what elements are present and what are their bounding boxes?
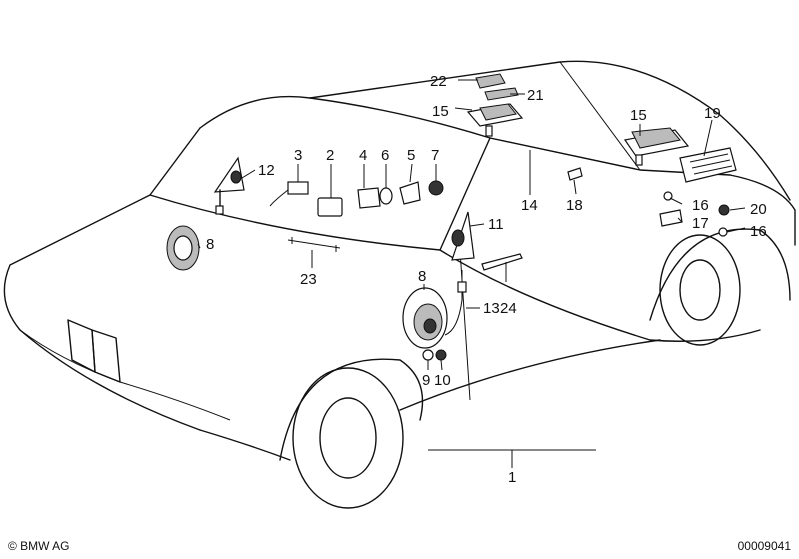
label-12: 12 xyxy=(258,162,275,179)
label-6: 6 xyxy=(381,147,389,164)
part-5 xyxy=(399,181,421,205)
part-16b xyxy=(718,227,728,237)
label-18: 18 xyxy=(566,197,583,214)
part-18 xyxy=(567,167,583,181)
label-7: 7 xyxy=(431,147,439,164)
label-11: 11 xyxy=(488,216,504,233)
part-22 xyxy=(475,73,506,89)
label-2: 2 xyxy=(326,147,334,164)
label-8b: 8 xyxy=(418,268,426,285)
label-10: 10 xyxy=(434,372,451,389)
document-number: 00009041 xyxy=(737,539,791,553)
part-10 xyxy=(435,349,447,361)
label-20: 20 xyxy=(750,201,767,218)
label-1: 1 xyxy=(508,469,516,486)
label-16b: 16 xyxy=(750,223,767,240)
car-outline xyxy=(3,60,796,509)
label-13: 13 xyxy=(483,300,500,317)
label-9: 9 xyxy=(422,372,430,389)
part-9 xyxy=(422,349,434,361)
part-7 xyxy=(428,180,444,196)
part-14 xyxy=(489,137,641,171)
label-24: 24 xyxy=(500,300,517,317)
label-22: 22 xyxy=(430,73,447,90)
part-21 xyxy=(484,87,519,101)
part-23 xyxy=(287,237,341,252)
copyright-text: © BMW AG xyxy=(8,539,70,553)
label-5: 5 xyxy=(407,147,415,164)
part-12 xyxy=(213,156,245,193)
label-4: 4 xyxy=(359,147,367,164)
part-labels: 22 21 15 15 19 12 3 2 4 6 5 7 14 18 16 1… xyxy=(206,73,767,486)
leader-lines xyxy=(197,79,746,468)
label-19: 19 xyxy=(704,105,721,122)
label-8a: 8 xyxy=(206,236,214,253)
part-3 xyxy=(287,181,309,195)
part-2 xyxy=(317,197,343,217)
label-15a: 15 xyxy=(432,103,449,120)
part-20 xyxy=(718,204,730,216)
label-21: 21 xyxy=(527,87,544,104)
part-24 xyxy=(481,253,523,271)
parts xyxy=(166,73,737,361)
part-13 xyxy=(444,270,463,336)
label-15b: 15 xyxy=(630,107,647,124)
label-16a: 16 xyxy=(692,197,709,214)
label-23: 23 xyxy=(300,271,317,288)
part-4 xyxy=(357,187,381,209)
label-17: 17 xyxy=(692,215,709,232)
label-3: 3 xyxy=(294,147,302,164)
label-14: 14 xyxy=(521,197,538,214)
part-6 xyxy=(379,187,393,205)
